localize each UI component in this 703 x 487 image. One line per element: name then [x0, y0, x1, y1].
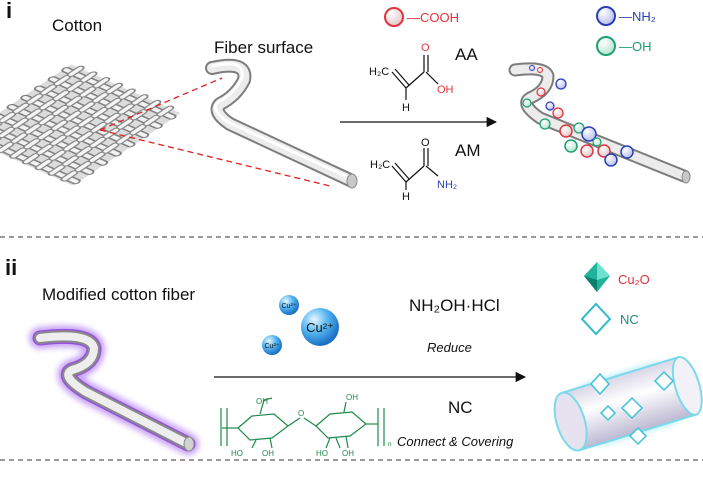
cellulose-oh-1: OH: [256, 397, 268, 406]
cellulose-oh-2: OH: [262, 449, 274, 458]
cellulose-oh-3: OH: [346, 393, 358, 402]
cellulose-ho-1: HO: [231, 449, 243, 458]
oh-legend-icon: [596, 36, 616, 56]
nh2-legend-icon: [596, 6, 616, 26]
covered-fiber-cylinder: [553, 355, 703, 452]
reagent-nh2oh-label: NH₂OH·HCl: [409, 296, 500, 315]
cu-ion-label-1: Cu²⁺: [282, 303, 297, 310]
zoom-line-top: [99, 77, 223, 131]
cu-ion-small-1: [279, 295, 299, 315]
reagent-nc-label: NC: [448, 398, 473, 417]
connect-covering-label: Connect & Covering: [397, 434, 514, 449]
cooh-legend-text: —COOH: [407, 10, 459, 25]
am-h: H: [402, 191, 410, 203]
cu2o-legend-text: Cu₂O: [618, 272, 650, 287]
nc-legend-text: NC: [620, 312, 639, 327]
cooh-legend-icon: [384, 7, 404, 27]
nh2-legend-text: —NH₂: [619, 9, 656, 24]
aa-oh: OH: [437, 84, 454, 96]
aa-o: O: [421, 42, 430, 54]
am-o: O: [421, 137, 430, 149]
cellulose-structure: [220, 397, 385, 449]
cellulose-oh-4: OH: [342, 449, 354, 458]
cu-ion-label-3: Cu²⁺: [265, 343, 280, 350]
acrylic-acid-structure: [391, 55, 439, 100]
modified-fiber: [29, 325, 199, 455]
reagent-am-label: AM: [455, 141, 481, 160]
nc-legend-icon: [580, 302, 612, 336]
oh-legend-text: —OH: [619, 39, 652, 54]
cu-ion-label-2: Cu²⁺: [306, 320, 334, 335]
fiber-surface-label: Fiber surface: [214, 38, 314, 57]
am-nh2: NH₂: [437, 179, 457, 191]
cu-ion-small-2: [262, 335, 282, 355]
reagent-aa-label: AA: [455, 45, 478, 64]
cu2o-legend-icon: [584, 262, 610, 292]
cellulose-o-bridge: O: [298, 409, 304, 418]
cellulose-ho-2: HO: [316, 449, 328, 458]
panel-i-label: i: [6, 0, 13, 23]
acrylamide-structure: [391, 148, 439, 190]
functionalized-fiber: [508, 62, 691, 184]
modified-cotton-label: Modified cotton fiber: [42, 285, 196, 304]
am-h2c: H₂C: [370, 159, 390, 171]
panel-ii-label: ii: [5, 255, 18, 280]
reduce-label: Reduce: [427, 340, 472, 355]
cellulose-n: n: [388, 442, 391, 448]
woven-fabric: [0, 64, 181, 186]
aa-h: H: [402, 102, 410, 114]
aa-h2c: H₂C: [369, 66, 389, 78]
cotton-label: Cotton: [52, 16, 103, 35]
fiber-surface: [205, 58, 358, 189]
cu-ion-large: [301, 308, 339, 346]
